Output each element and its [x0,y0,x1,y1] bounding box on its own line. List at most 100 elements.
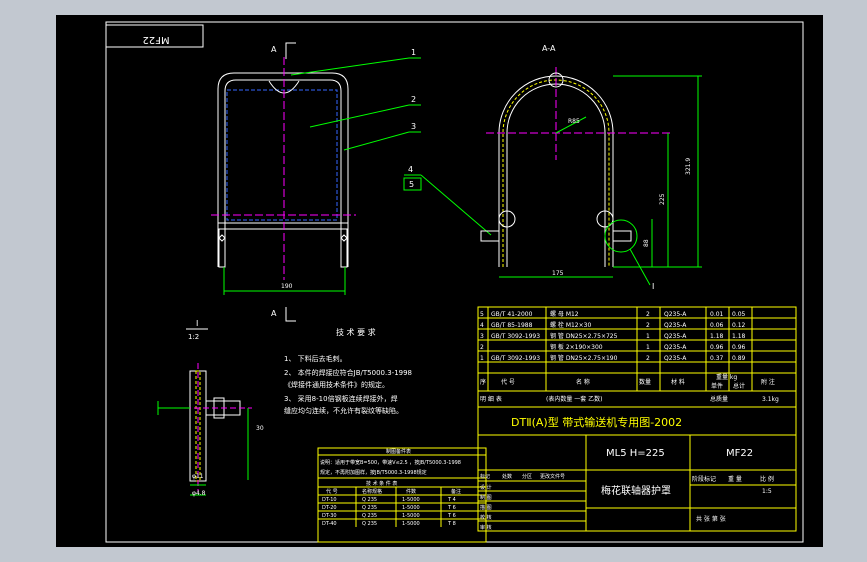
small-cell: Q 235 [362,497,377,503]
detail-circle [604,219,638,253]
parts-header: 代 号 [501,378,515,386]
small-table-line2: 规定，不再附加图样，按JB/T5000.3-1998规定 [320,469,427,476]
role-trace: 描 图 [480,504,492,511]
section-arrow-top [285,42,296,59]
parts-cell: 5 [480,311,484,318]
radius-text: R85 [568,118,580,125]
small-cell: DT-20 [322,505,337,511]
title-block-grid [477,406,797,532]
drawing-canvas: MF22 A A [105,21,804,543]
parts-table-grid [477,306,797,408]
detail-callout: Ⅰ [652,282,654,291]
scale-value: 1:5 [762,488,772,495]
small-cell: DT-10 [322,497,337,503]
detail-title: Ⅰ [196,319,198,328]
parts-header: 数量 [639,378,651,386]
detail-list-label: 明 细 表 [480,395,502,403]
section-title: A-A [542,44,556,53]
small-cell: 1-5000 [402,521,420,527]
parts-cell: 0.96 [710,344,724,351]
note-2b: 《焊接件通用技术条件》的规定。 [284,380,389,389]
small-cell: T 6 [447,513,456,519]
parts-header: 名 称 [576,378,590,386]
small-col-3: 件数 [406,488,416,495]
code-stamp-text: MF22 [142,34,169,45]
small-cell: DT-40 [322,521,337,527]
section-arrow-bottom [285,307,296,322]
bolt-left [480,230,500,242]
small-cell: T 8 [447,521,456,527]
spec-text: ML5 H=225 [606,448,665,459]
parts-cell: 2 [646,355,650,362]
parts-cell: 0.06 [710,322,724,329]
dim-height-mid: 225 [659,193,666,205]
dim-width-section: 175 [552,270,564,277]
parts-cell: 1.18 [732,333,746,340]
weight-label: 重 量 [728,475,742,483]
small-table-line1: 说明：适用于带宽B=500，带速V≤2.5 ，按JB/T5000.3-1998 [320,459,461,466]
col-change: 更改文件号 [540,473,565,480]
detail-view: Ⅰ 1:2 30 φ11 φ4.8 [157,319,264,497]
technical-notes: 技 术 要 求 1、 下料后去毛刺。 2、 本件的焊接应符合JB/T5000.3… [284,327,412,415]
note-2: 2、 本件的焊接应符合JB/T5000.3-1998 [284,368,412,377]
code-stamp: MF22 [105,24,204,48]
parts-header: 总计 [733,382,745,390]
plate-hidden-outline [226,89,338,221]
parts-cell: Q235-A [664,311,687,318]
note-3b: 缝应均匀连续，不允许有裂纹等缺陷。 [284,406,403,415]
part-name: 梅花联轴器护罩 [601,484,671,497]
detail-dim-side: 30 [256,425,264,432]
scale-label: 比 例 [760,475,774,483]
parts-header: 序 [480,378,486,386]
pipe-centerline [502,79,610,267]
parts-cell: 2 [480,344,484,351]
section-mark-bottom: A [271,309,277,318]
small-cell: 1-5000 [402,497,420,503]
parts-header: 附 注 [761,378,775,386]
small-cell: T 6 [447,505,456,511]
total-mass-value: 3.1kg [762,396,779,403]
parts-cell: 螺 栓 M12×30 [550,321,591,329]
note-1: 1、 下料后去毛刺。 [284,354,347,363]
dim-width-text: 190 [281,283,293,290]
frame-outer [217,72,349,267]
notes-title: 技 术 要 求 [336,327,376,337]
col-zone: 分区 [522,473,532,480]
small-cell: 1-5000 [402,513,420,519]
sheet-label: 共 张 第 张 [696,515,726,523]
parts-cell: 0.96 [732,344,746,351]
parts-cell: Q235-A [664,355,687,362]
parts-cell: 1 [480,355,484,362]
parts-cell: 0.01 [710,311,724,318]
title-block-text: DTⅡ(A)型 带式输送机专用图-2002 ML5 H=225 MF22 梅花联… [480,415,774,531]
parts-cell: 钢 管 DN25×2.75×725 [550,332,618,340]
series-title: DTⅡ(A)型 带式输送机专用图-2002 [511,415,682,429]
small-cell: Q 235 [362,521,377,527]
spare-parts-table-text: 制图备件表 说明：适用于带宽B=500，带速V≤2.5 ，按JB/T5000.3… [320,448,461,527]
parts-header: 材 料 [671,378,685,386]
leader-label-1: 1 [411,48,416,57]
drawing-viewport[interactable]: MF22 A A [56,15,823,547]
small-col-1: 代 号 [326,488,338,495]
parts-header: 单件 [711,382,723,390]
parts-cell: GB/T 3092-1993 [491,355,540,362]
parts-header-mass: 重量 kg [716,373,737,381]
parts-cell: GB/T 3092-1993 [491,333,540,340]
parts-table-text: 5 GB/T 41-2000 螺 母 M12 2 Q235-A 0.01 0.0… [480,310,779,403]
parts-cell: Q235-A [664,333,687,340]
total-mass-label: 总质量 [710,395,728,403]
section-mark-top: A [271,45,277,54]
parts-cell: 0.37 [710,355,724,362]
bolt-right [612,230,632,242]
dim-height-main: 321.9 [685,158,692,175]
parts-cell: 0.05 [732,311,746,318]
parts-cell: 钢 板 2×190×300 [550,343,603,351]
detail-dim-a: φ11 [192,473,204,480]
small-col-2: 名称规格 [362,488,382,495]
role-check: 校 核 [480,514,492,521]
parts-cell: 1.18 [710,333,724,340]
small-cell: 1-5000 [402,505,420,511]
parts-cell: 4 [480,322,484,329]
left-hole [498,210,516,228]
